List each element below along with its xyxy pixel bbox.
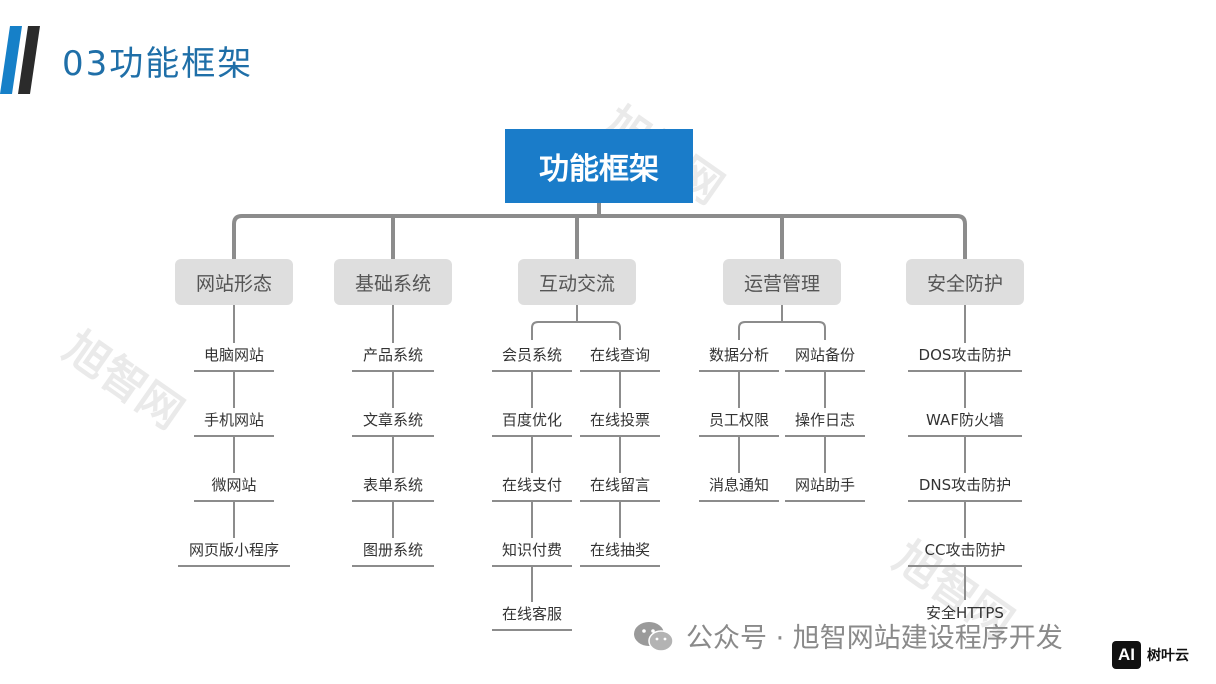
leaf-item: 在线投票 xyxy=(589,411,651,429)
leaf-underline xyxy=(352,435,434,437)
category-security: 安全防护 xyxy=(906,259,1024,305)
leaf-item: DOS攻击防护 xyxy=(918,346,1012,364)
leaf-item: 在线支付 xyxy=(501,476,563,494)
leaf-item: 消息通知 xyxy=(708,476,770,494)
leaf-underline xyxy=(580,435,660,437)
leaf-item: 百度优化 xyxy=(501,411,563,429)
leaf-item: CC攻击防护 xyxy=(924,541,1006,559)
leaf-underline xyxy=(352,565,434,567)
leaf-underline xyxy=(194,500,274,502)
category-website-forms: 网站形态 xyxy=(175,259,293,305)
leaf-underline xyxy=(699,500,779,502)
leaf-item: 电脑网站 xyxy=(203,346,265,364)
leaf-underline xyxy=(908,370,1022,372)
leaf-item: 会员系统 xyxy=(501,346,563,364)
leaf-underline xyxy=(178,565,290,567)
leaf-underline xyxy=(580,370,660,372)
leaf-underline xyxy=(785,435,865,437)
leaf-item: 数据分析 xyxy=(708,346,770,364)
leaf-item: 知识付费 xyxy=(501,541,563,559)
category-base-systems: 基础系统 xyxy=(334,259,452,305)
leaf-underline xyxy=(785,500,865,502)
leaf-item: 图册系统 xyxy=(362,541,424,559)
leaf-underline xyxy=(352,370,434,372)
leaf-item: 微网站 xyxy=(211,476,257,494)
leaf-item: 在线抽奖 xyxy=(589,541,651,559)
leaf-underline xyxy=(492,370,572,372)
leaf-item: 文章系统 xyxy=(362,411,424,429)
leaf-item: 产品系统 xyxy=(362,346,424,364)
leaf-underline xyxy=(194,370,274,372)
ai-logo: AI xyxy=(1112,641,1141,669)
brand-name: 树叶云 xyxy=(1147,648,1189,664)
leaf-underline xyxy=(699,435,779,437)
leaf-item: 网页版小程序 xyxy=(188,541,280,559)
leaf-item: 网站备份 xyxy=(794,346,856,364)
leaf-item: 在线查询 xyxy=(589,346,651,364)
leaf-underline xyxy=(699,370,779,372)
leaf-item: 在线客服 xyxy=(501,605,563,623)
leaf-underline xyxy=(492,500,572,502)
leaf-item: 安全HTTPS xyxy=(926,604,1004,622)
leaf-item: 手机网站 xyxy=(203,411,265,429)
leaf-underline xyxy=(492,435,572,437)
leaf-underline xyxy=(785,370,865,372)
leaf-item: 在线留言 xyxy=(589,476,651,494)
brand-badge: AI 树叶云 xyxy=(1112,637,1189,673)
leaf-underline xyxy=(908,565,1022,567)
leaf-underline xyxy=(194,435,274,437)
leaf-underline xyxy=(492,629,572,631)
leaf-underline xyxy=(908,500,1022,502)
leaf-underline xyxy=(352,500,434,502)
root-node: 功能框架 xyxy=(505,129,693,203)
leaf-item: 员工权限 xyxy=(708,411,770,429)
category-operations: 运营管理 xyxy=(723,259,841,305)
leaf-underline xyxy=(492,565,572,567)
leaf-underline xyxy=(580,500,660,502)
leaf-item: 网站助手 xyxy=(794,476,856,494)
leaf-item: 操作日志 xyxy=(794,411,856,429)
leaf-item: WAF防火墙 xyxy=(926,411,1004,429)
leaf-item: 表单系统 xyxy=(362,476,424,494)
leaf-underline xyxy=(580,565,660,567)
leaf-item: DNS攻击防护 xyxy=(918,476,1012,494)
page-title: 03功能框架 xyxy=(62,44,254,84)
leaf-underline xyxy=(908,435,1022,437)
category-interaction: 互动交流 xyxy=(518,259,636,305)
footer-caption: 公众号 · 旭智网站建设程序开发 xyxy=(686,623,1063,654)
header-logo-icon xyxy=(0,26,40,94)
wechat-icon xyxy=(634,622,674,652)
